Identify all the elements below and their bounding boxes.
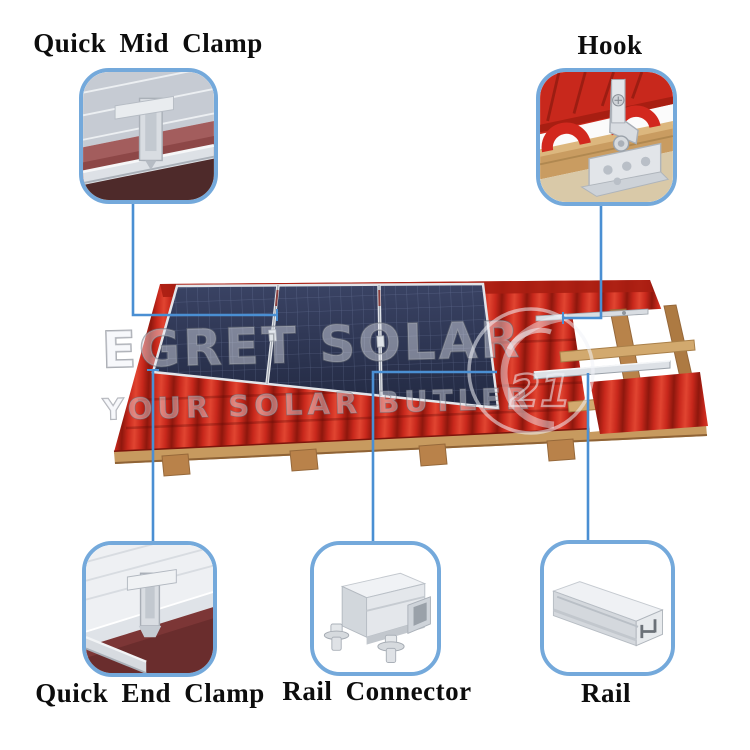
mid-clamp-on-roof	[376, 335, 385, 348]
logo-number-text: 21	[509, 366, 570, 417]
callout-line-mid-clamp	[131, 204, 277, 317]
mid-clamp-on-roof	[268, 329, 277, 342]
end-clamp-detail-box	[82, 541, 217, 677]
label-hook: Hook	[577, 30, 643, 60]
label-quick-mid-clamp: Quick Mid Clamp	[33, 28, 263, 58]
watermark-brand-text: EGRET SOLAR	[101, 311, 522, 380]
rail-connector-photo	[314, 545, 437, 672]
callout-line-hook	[563, 206, 603, 320]
callout-line-rail-connector	[371, 370, 497, 541]
hook-photo	[540, 72, 673, 202]
label-rail-connector: Rail Connector	[282, 676, 472, 706]
label-rail: Rail	[580, 678, 631, 708]
mid-clamp-detail-box	[79, 68, 218, 204]
t-bolt	[377, 634, 405, 663]
t-bolt	[323, 623, 350, 651]
end-clamp-photo	[86, 545, 213, 673]
rail-connector-detail-box	[310, 541, 441, 676]
roof-cutaway	[533, 304, 708, 434]
hook-detail-box	[536, 68, 677, 206]
rail-photo	[544, 544, 671, 672]
mid-clamp-photo	[83, 72, 214, 200]
label-quick-end-clamp: Quick End Clamp	[35, 678, 265, 708]
watermark: EGRET SOLAR YOUR SOLAR BUTLER 21	[100, 307, 595, 435]
eave-woodwork	[114, 424, 708, 477]
rail-detail-box	[540, 540, 675, 676]
callout-lines	[131, 204, 603, 541]
